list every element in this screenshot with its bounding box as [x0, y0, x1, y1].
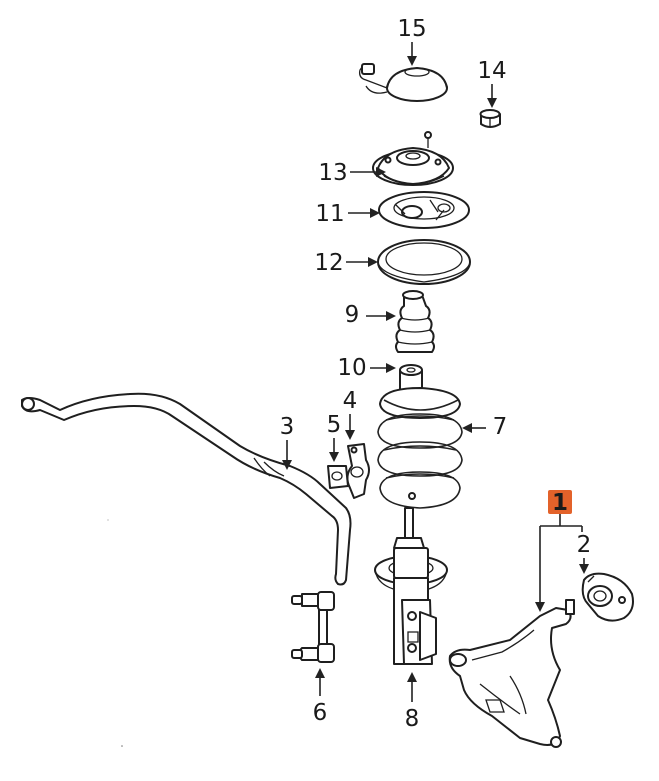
callout-3-number: 3 [280, 414, 295, 440]
callout-10: 10 [337, 355, 396, 381]
callout-14: 14 [477, 58, 507, 108]
callout-8-number: 8 [405, 706, 420, 732]
callout-6: 6 [313, 668, 328, 726]
part-5-bushing [327, 465, 349, 489]
part-15-strut-cap [358, 63, 448, 102]
callout-1-number: 1 [552, 490, 568, 516]
part-3-stabilizer-bar [21, 392, 352, 586]
callout-13: 13 [318, 160, 386, 186]
part-12-spring-seat [377, 239, 471, 285]
callout-4-number: 4 [343, 388, 358, 414]
callout-12-number: 12 [314, 250, 343, 276]
callout-6-number: 6 [313, 700, 328, 726]
callout-1: 1 [535, 490, 583, 612]
part-13-strut-mount [372, 131, 454, 186]
callout-3: 3 [280, 414, 295, 470]
callout-2: 2 [577, 532, 592, 574]
part-8-strut [374, 507, 448, 665]
callout-15-number: 15 [397, 16, 426, 42]
part-11-bearing [378, 191, 470, 229]
part-4-bracket [346, 443, 370, 499]
callout-1-highlight [548, 490, 572, 514]
callout-11-number: 11 [315, 201, 344, 227]
callout-4: 4 [343, 388, 358, 440]
callout-11: 11 [315, 201, 380, 227]
callout-9: 9 [345, 302, 396, 328]
part-7-coil-spring [377, 387, 463, 509]
part-6-stabilizer-link [291, 591, 335, 663]
callout-15: 15 [397, 16, 427, 66]
callout-12: 12 [314, 250, 378, 276]
callout-5-number: 5 [327, 412, 342, 438]
callout-2-number: 2 [577, 532, 592, 558]
callout-10-number: 10 [337, 355, 366, 381]
part-14-nut [479, 109, 501, 128]
callout-7-number: 7 [493, 414, 508, 440]
callout-7: 7 [462, 414, 507, 440]
callout-8: 8 [405, 672, 420, 732]
callout-9-number: 9 [345, 302, 360, 328]
part-9-bump-boot [395, 290, 435, 353]
callout-13-number: 13 [318, 160, 347, 186]
part-1-lower-control-arm [448, 599, 575, 748]
callout-14-number: 14 [477, 58, 506, 84]
callout-5: 5 [327, 412, 342, 462]
part-2-bushing [581, 572, 634, 622]
